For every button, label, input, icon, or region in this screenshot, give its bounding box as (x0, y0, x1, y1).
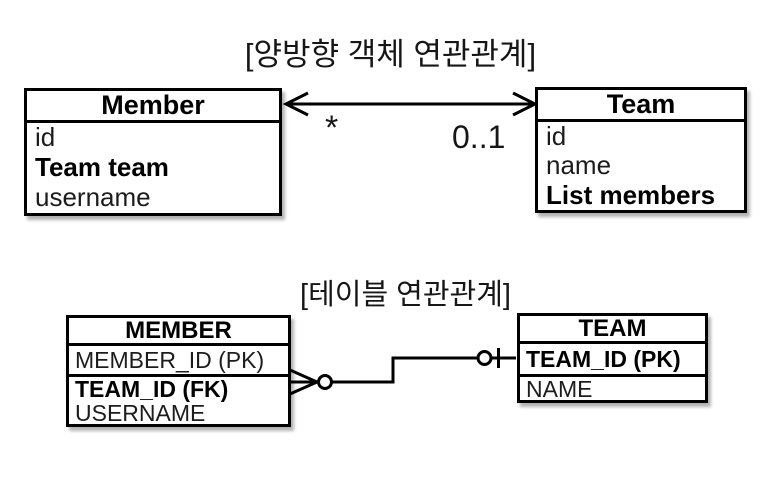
member-entity-attributes: id Team team username (27, 123, 279, 213)
member-attr-username: username (35, 182, 151, 213)
table-diagram-title: [테이블 연관관계] (300, 279, 511, 311)
team-table-pk-column: TEAM_ID (PK) (520, 344, 705, 377)
member-table-fk-column: TEAM_ID (FK) (75, 376, 229, 402)
member-table-pk-column: MEMBER_ID (PK) (69, 346, 288, 377)
member-attr-id: id (35, 122, 56, 153)
crows-foot-connector (289, 348, 516, 396)
team-attr-members: List members (546, 179, 716, 210)
member-multiplicity-label: * (325, 109, 339, 147)
member-entity-title: Member (27, 90, 279, 123)
team-table-columns: NAME (520, 377, 705, 401)
team-multiplicity-label: 0..1 (452, 119, 506, 155)
team-entity-box: Team id name List members (535, 87, 747, 213)
team-table-name-column: NAME (526, 376, 593, 402)
team-table-title: TEAM (520, 315, 705, 344)
team-entity-attributes: id name List members (538, 122, 744, 210)
member-table-box: MEMBER MEMBER_ID (PK) TEAM_ID (FK) USERN… (66, 315, 291, 427)
team-table-box: TEAM TEAM_ID (PK) NAME (517, 313, 708, 403)
team-entity-title: Team (538, 89, 744, 122)
member-entity-box: Member id Team team username (24, 88, 282, 216)
bidirectional-arrow (282, 91, 539, 117)
team-attr-id: id (546, 121, 567, 152)
member-table-columns: TEAM_ID (FK) USERNAME (69, 377, 288, 425)
member-table-title: MEMBER (69, 317, 288, 346)
team-attr-name: name (546, 150, 612, 181)
member-table-username-column: USERNAME (75, 400, 206, 427)
member-attr-team: Team team (35, 152, 169, 183)
object-diagram-title: [양방향 객체 연관관계] (244, 37, 537, 72)
